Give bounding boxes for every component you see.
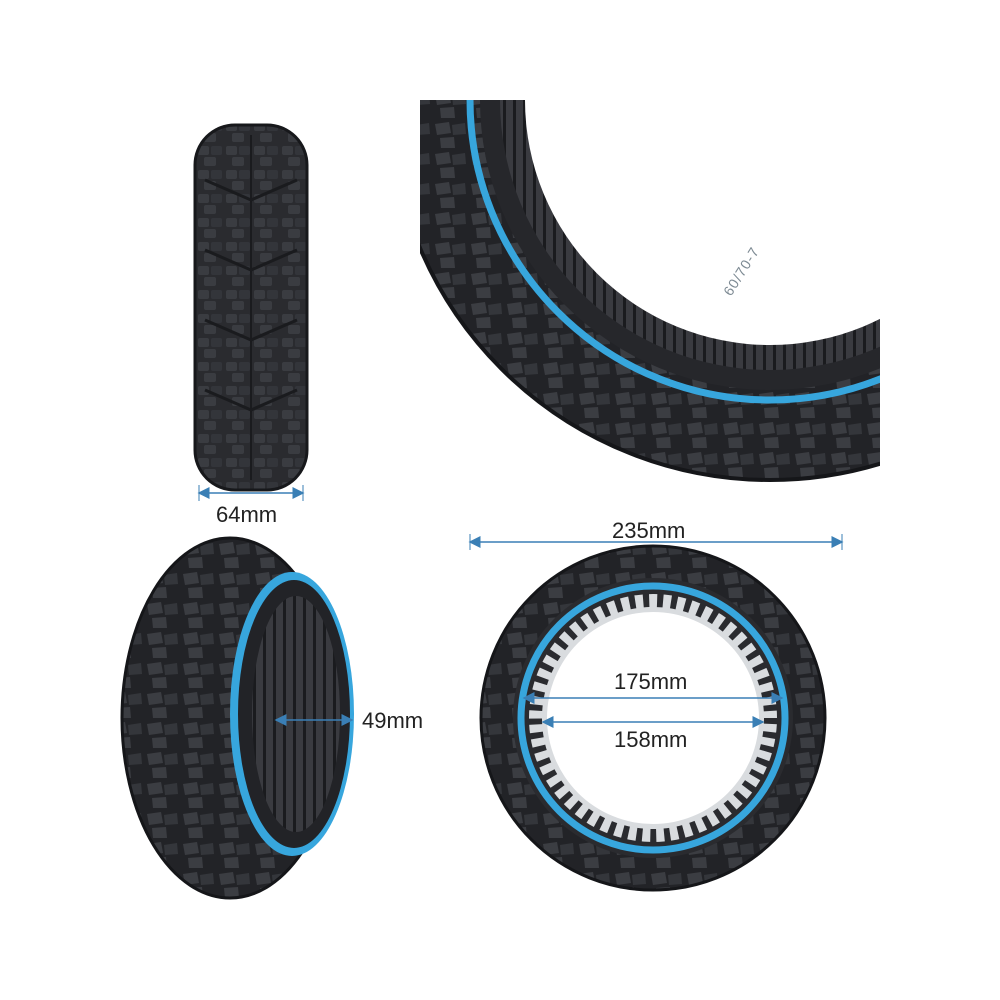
inner-diameter-158-label: 158mm (614, 727, 688, 752)
outer-diameter-label: 235mm (612, 518, 686, 543)
rim-closeup-view (420, 100, 880, 482)
tread-front-view (193, 123, 309, 492)
angled-side-view (120, 536, 354, 900)
inner-diameter-175-label: 175mm (614, 669, 688, 694)
tread-width-dimension (197, 485, 305, 501)
tread-width-label: 64mm (216, 502, 278, 527)
side-profile-view (479, 544, 827, 892)
sidewall-thickness-label: 49mm (362, 708, 424, 733)
outer-diameter-dimension (468, 534, 844, 550)
